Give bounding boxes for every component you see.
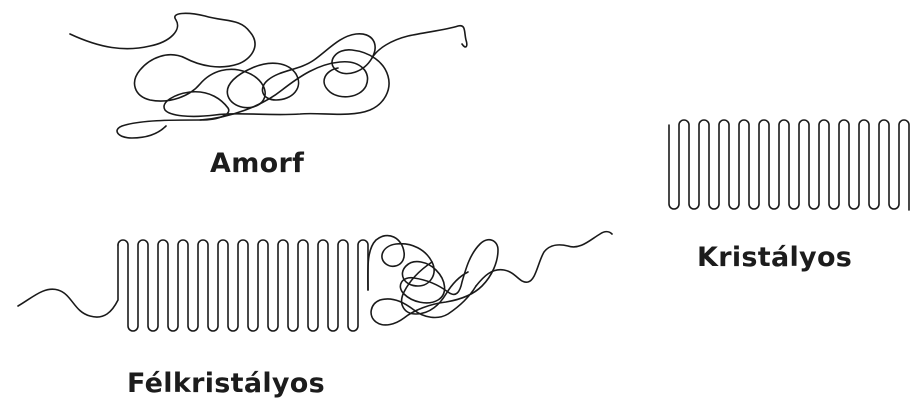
amorphous-label: Amorf — [210, 150, 304, 177]
semicrystalline-left-tail — [18, 245, 118, 317]
crystalline-label: Kristályos — [697, 244, 852, 271]
amorphous-chain-tail-right — [372, 26, 467, 58]
amorphous-tangled-chain — [70, 13, 389, 138]
semicrystalline-folded-region — [118, 240, 368, 331]
semicrystalline-label: Félkristályos — [127, 370, 325, 397]
crystalline-folded-chain — [669, 120, 909, 210]
semicrystalline-tangled-region — [368, 236, 498, 325]
